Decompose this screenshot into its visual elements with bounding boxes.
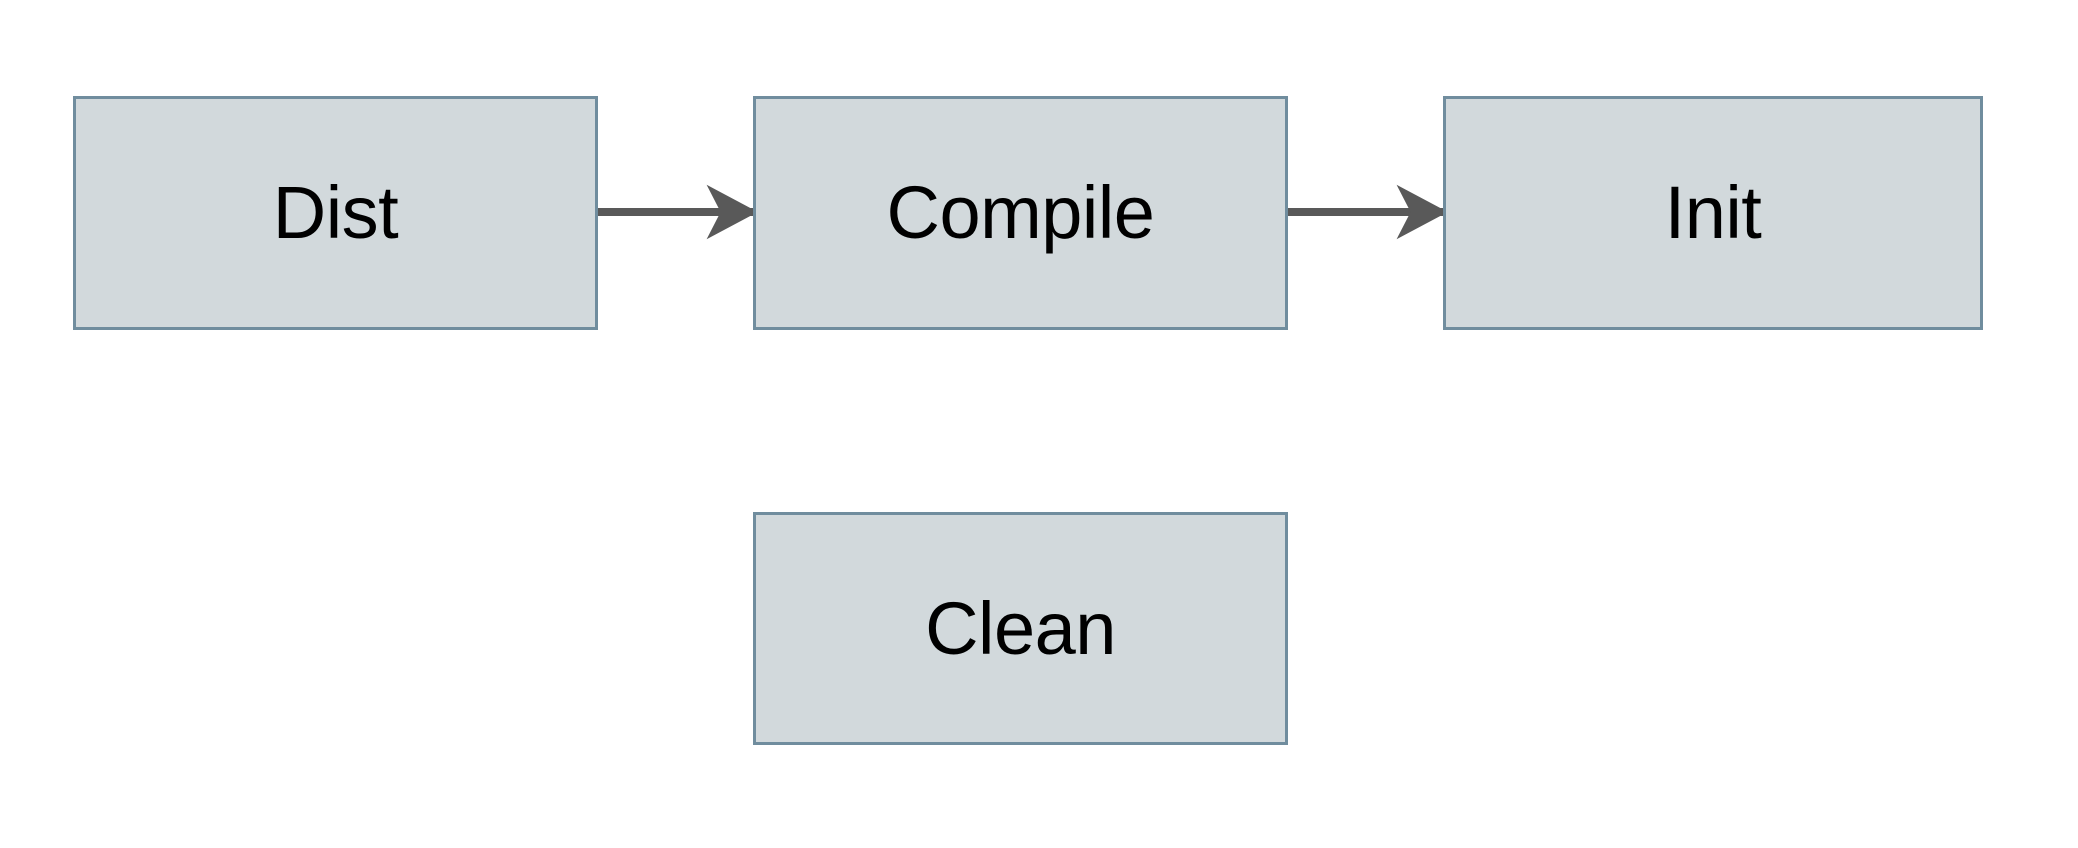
node-dist-label: Dist [272,171,399,254]
node-clean-label: Clean [925,586,1116,670]
node-init[interactable]: Init [1443,96,1983,330]
node-init-label: Init [1664,171,1762,254]
node-compile[interactable]: Compile [753,96,1288,330]
node-dist[interactable]: Dist [73,96,598,330]
node-compile-label: Compile [886,171,1155,254]
node-clean[interactable]: Clean [753,512,1288,745]
